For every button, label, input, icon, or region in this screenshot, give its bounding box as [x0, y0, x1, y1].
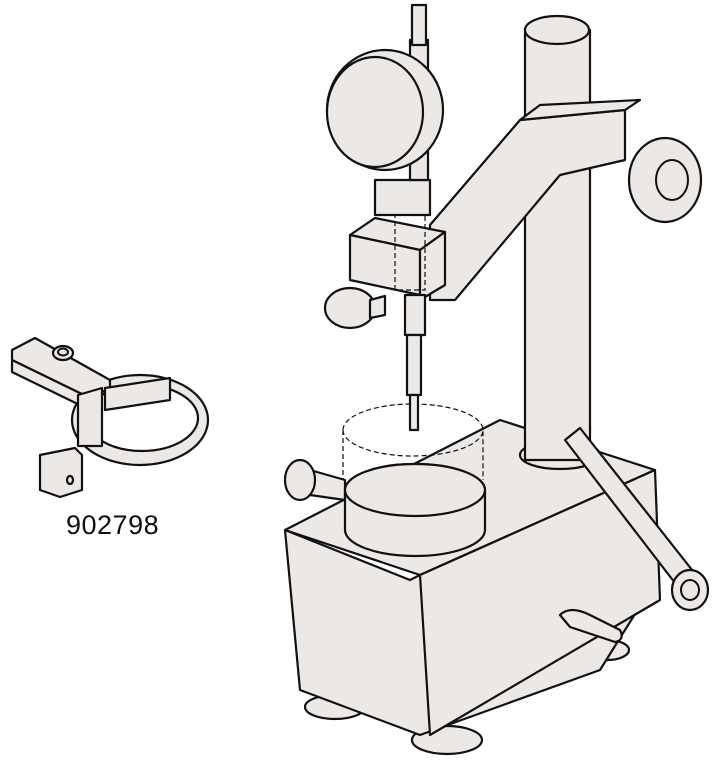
arm-drawing — [323, 3, 703, 432]
column-drawing — [518, 14, 710, 612]
part-number-label: 902798 — [66, 510, 160, 540]
clamp-accessory-drawing — [10, 336, 210, 499]
anvil-drawing — [342, 403, 487, 558]
